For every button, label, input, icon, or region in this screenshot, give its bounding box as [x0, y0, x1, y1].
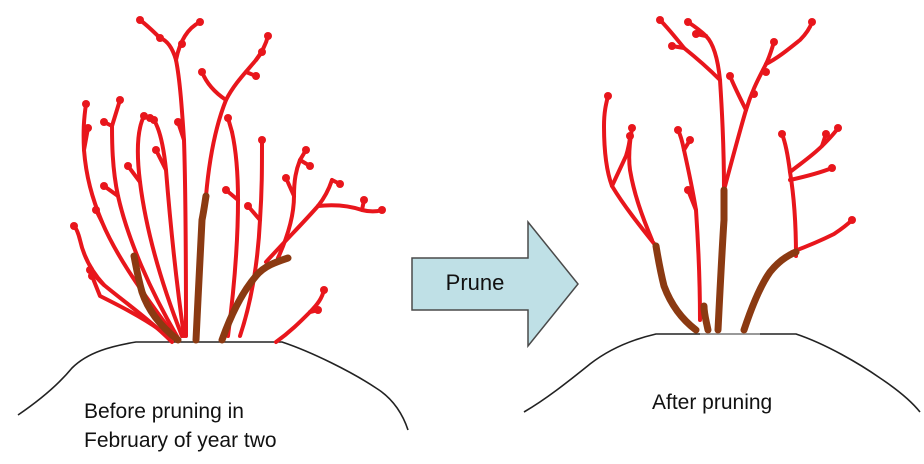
before-pruning-plant	[18, 16, 408, 430]
after-pruning-plant	[524, 16, 920, 412]
before-buds	[70, 16, 386, 314]
before-new-shoots	[74, 20, 382, 342]
before-caption-line-1: Before pruning in	[84, 397, 277, 426]
after-new-shoots	[604, 20, 852, 320]
after-pruning-caption: After pruning	[652, 388, 772, 417]
before-caption-line-2: February of year two	[84, 426, 277, 455]
before-pruning-caption: Before pruning in February of year two	[84, 397, 277, 455]
prune-arrow-label: Prune	[420, 270, 530, 296]
after-old-wood	[656, 190, 796, 330]
after-buds	[604, 16, 856, 224]
